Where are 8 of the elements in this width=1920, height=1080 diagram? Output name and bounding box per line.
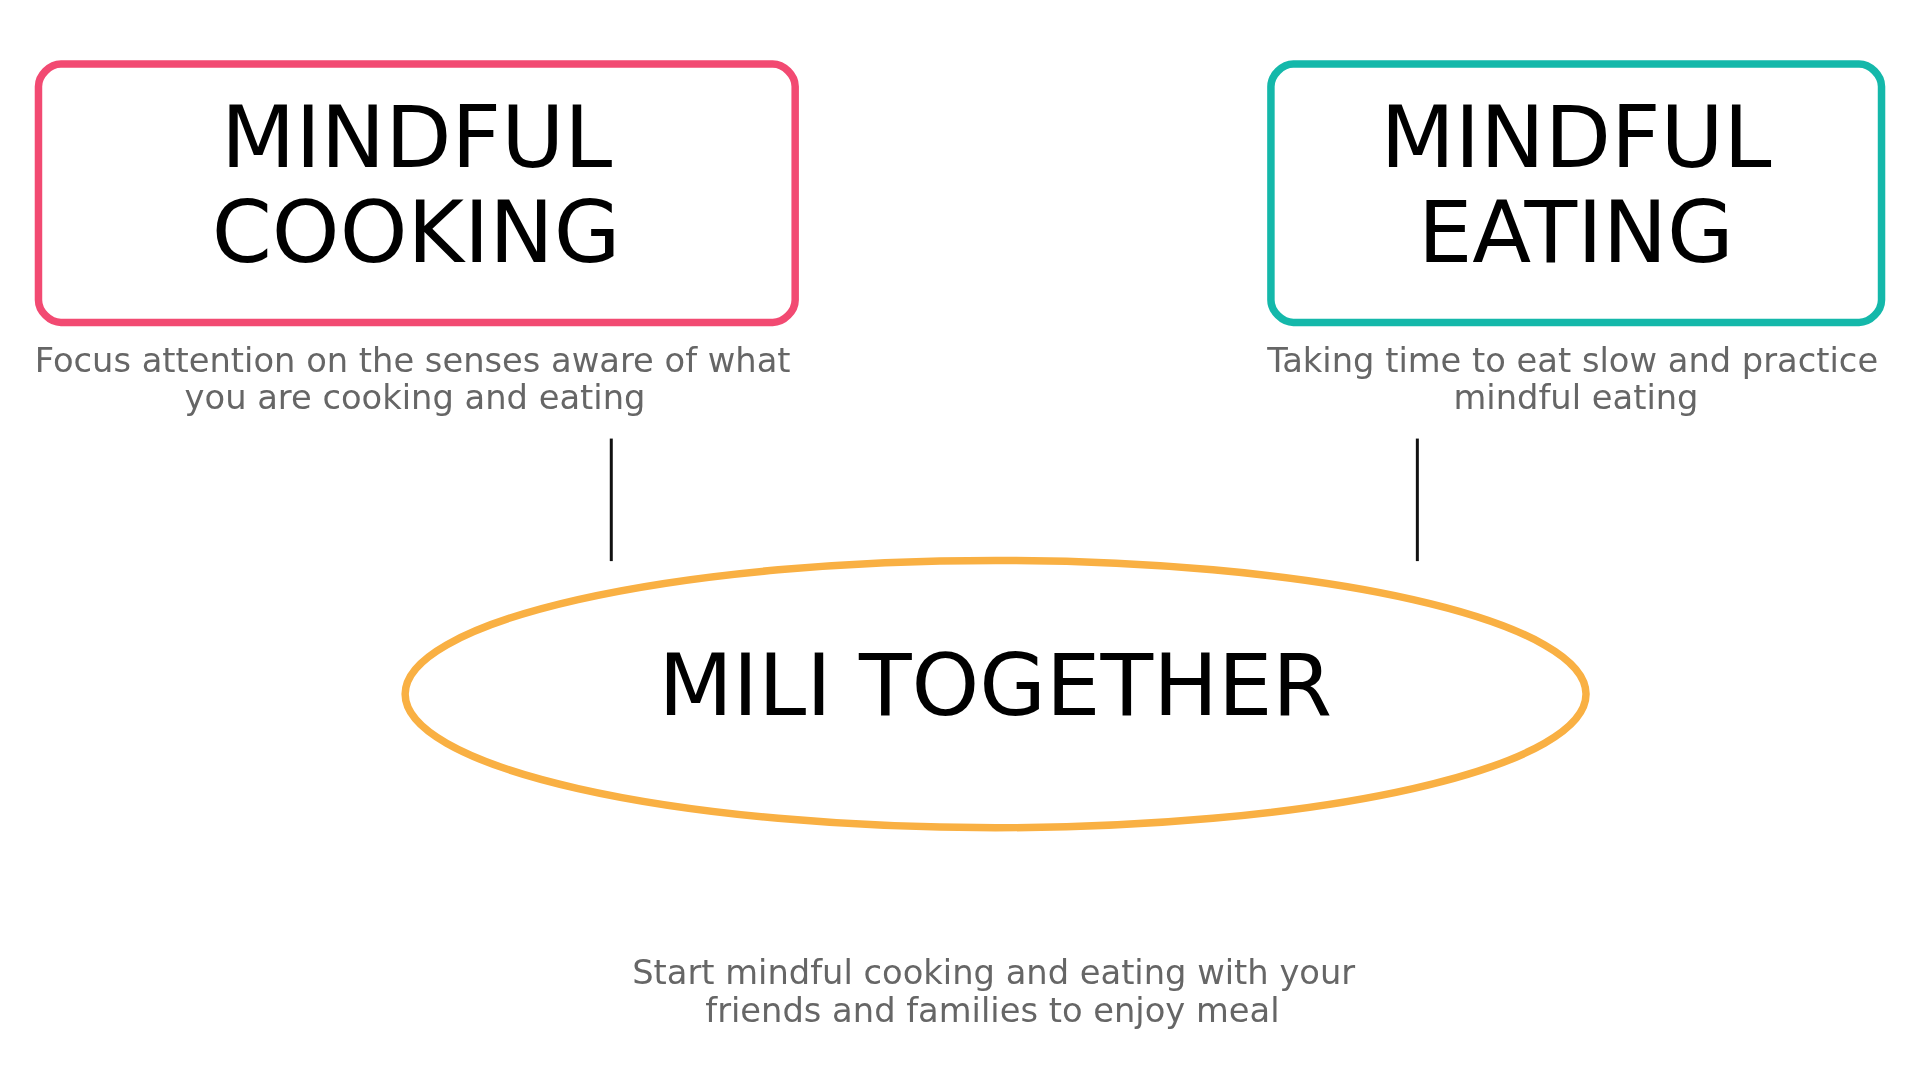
node-ellipse: MILI TOGETHER bbox=[401, 556, 1590, 831]
node-label: Focus attention on the senses aware of what you are cooking and eating bbox=[34, 340, 791, 417]
connector bbox=[1415, 438, 1419, 561]
node-box: MINDFUL EATING bbox=[1267, 59, 1886, 326]
node-label: Taking time to eat slow and practice mindful eating bbox=[1267, 340, 1879, 417]
connector bbox=[609, 438, 613, 561]
node-box: MINDFUL COOKING bbox=[34, 59, 799, 326]
node-label: Start mindful cooking and eating with your friends and families to enjoy meal bbox=[632, 952, 1356, 1030]
